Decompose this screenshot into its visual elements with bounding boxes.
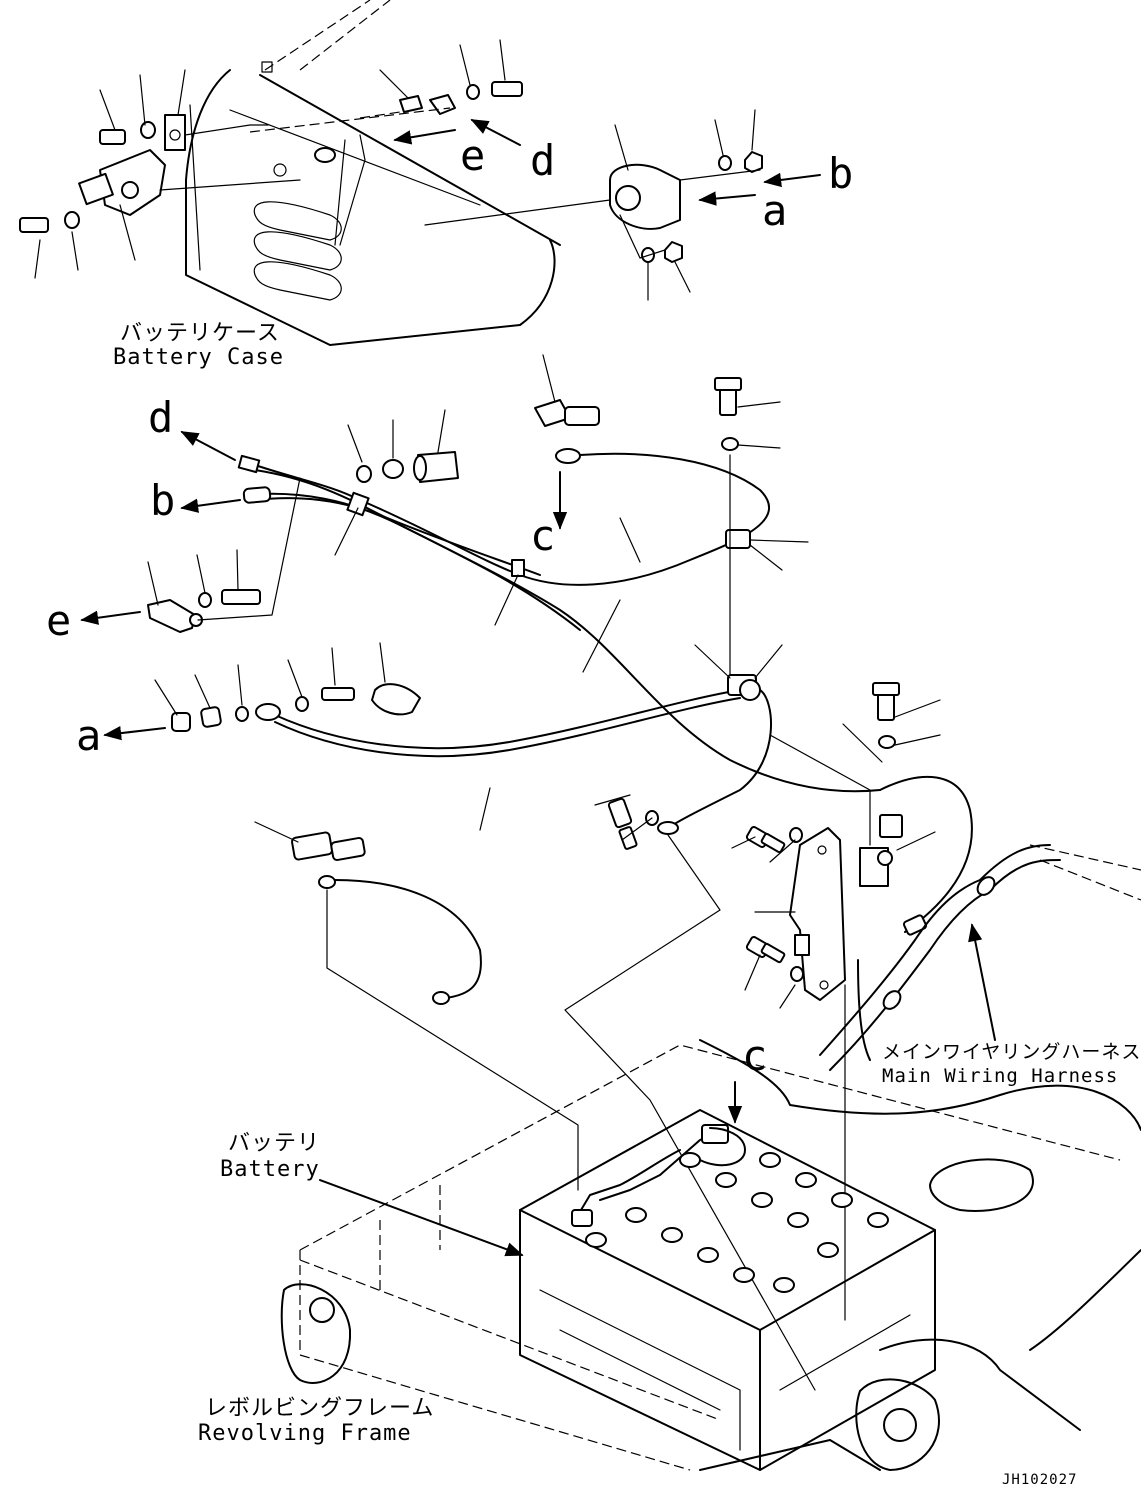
main-wiring-harness (819, 844, 1141, 1071)
case-louvres (253, 201, 342, 301)
battery-label-en: Battery (220, 1157, 320, 1182)
callout-e-top: e (460, 131, 485, 180)
battery-label-jp: バッテリ (228, 1131, 320, 1156)
top-callout-arrows (393, 119, 821, 206)
top-cable-terminals (249, 39, 523, 133)
revolving-frame-label-en: Revolving Frame (198, 1421, 412, 1446)
callout-e-left: e (46, 596, 71, 645)
battery-caps (585, 1152, 889, 1293)
callout-d-top: d (530, 136, 555, 185)
battery (519, 1109, 936, 1471)
callout-c-mid: c (530, 511, 555, 560)
battery-case-label-en: Battery Case (113, 345, 284, 370)
callout-b-top: b (828, 149, 853, 198)
callout-a-top: a (762, 186, 787, 235)
callout-b-left: b (150, 476, 175, 525)
revolving-frame-label-jp: レボルビングフレーム (205, 1396, 434, 1421)
battery-case-label-jp: バッテリケース (120, 321, 280, 346)
disconnect-switch-bracket (19, 69, 301, 279)
callout-d-left: d (148, 393, 173, 442)
main-wiring-harness-label-en: Main Wiring Harness (882, 1065, 1118, 1087)
callout-a-left: a (76, 711, 101, 760)
battery-case-cover (185, 0, 561, 346)
main-wiring-harness-label-jp: メインワイヤリングハーネス (882, 1041, 1141, 1063)
leader-lines (147, 354, 941, 1391)
cable-terminals-and-clips (147, 377, 928, 1005)
callout-c-bottom: c (742, 1031, 767, 1080)
text-labels: バッテリケース Battery Case メインワイヤリングハーネス Main … (46, 131, 1141, 1488)
relay-and-fasteners (424, 109, 763, 301)
drawing-code: JH102027 (1002, 1472, 1077, 1488)
revolving-frame (280, 1039, 1141, 1471)
middle-callout-arrows (80, 431, 996, 1257)
